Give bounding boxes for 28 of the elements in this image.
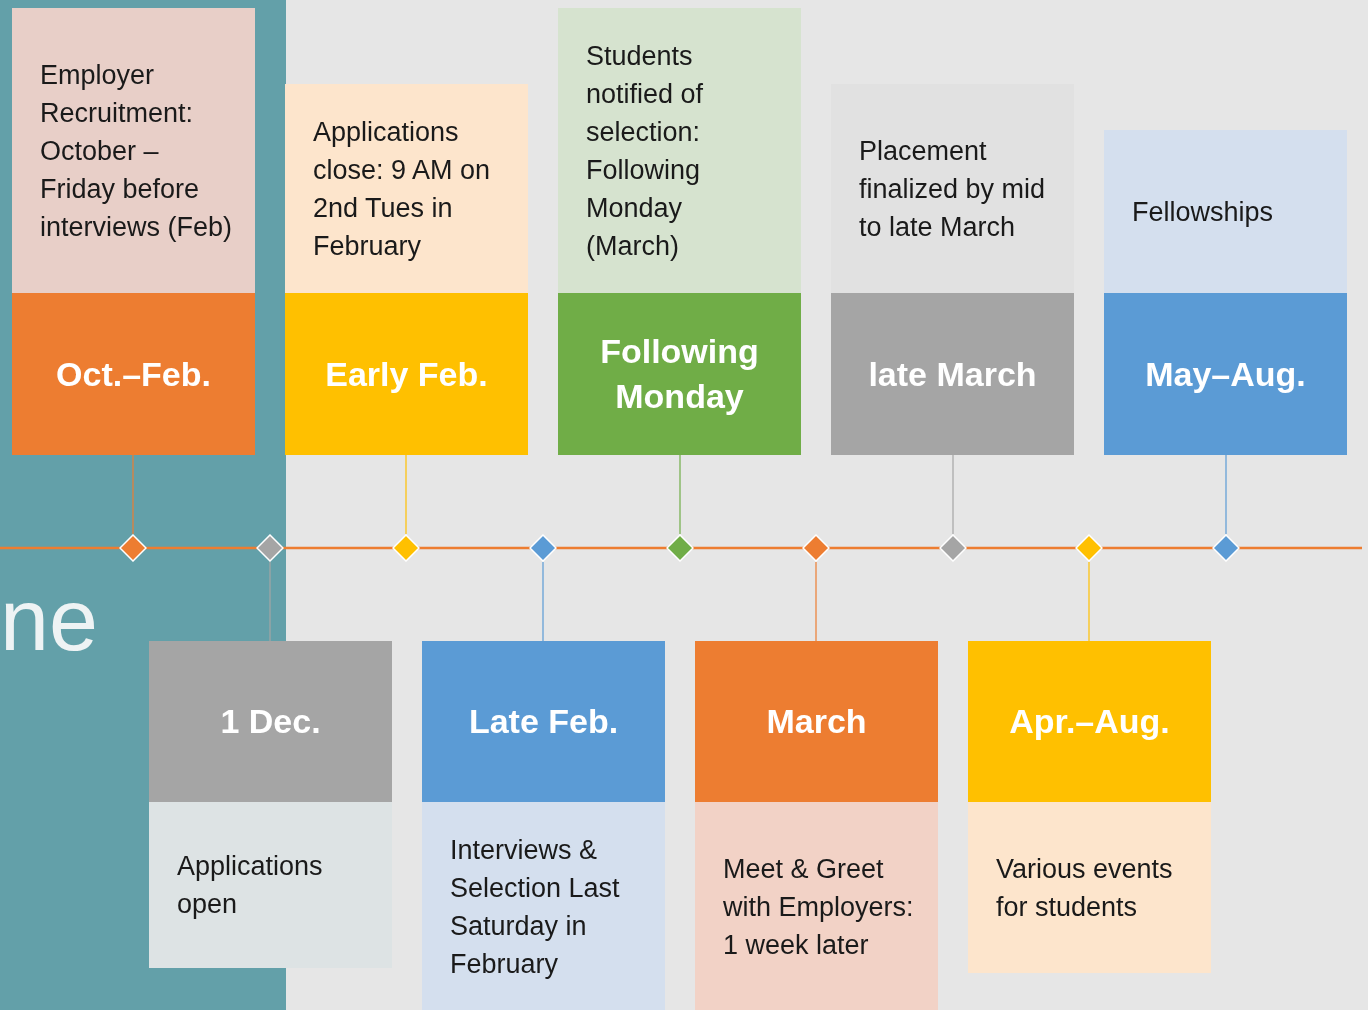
- connector-line: [405, 454, 407, 535]
- date-label: May–Aug.: [1145, 353, 1306, 395]
- event-description: Meet & Greet with Employers: 1 week later: [723, 852, 915, 962]
- event-description: Various events for students: [996, 852, 1174, 924]
- date-label: Early Feb.: [325, 353, 488, 395]
- date-label: March: [766, 701, 867, 742]
- event-description: Applications close: 9 AM on 2nd Tues in February: [313, 115, 492, 263]
- date-label: Oct.–Feb.: [56, 353, 211, 395]
- event-description: Employer Recruitment: October – Friday before interviews (Feb): [40, 58, 234, 244]
- event-description: Students notified of selection: Following Monday (March): [586, 39, 705, 263]
- event-description: Placement finalized by mid to late March: [859, 134, 1047, 244]
- connector-line: [815, 561, 817, 642]
- connector-line: [132, 454, 134, 535]
- connector-line: [952, 454, 954, 535]
- date-label: Apr.–Aug.: [1009, 701, 1170, 742]
- title-fragment: ne: [0, 570, 98, 670]
- date-label: 1 Dec.: [220, 701, 321, 742]
- connector-line: [542, 561, 544, 642]
- event-description: Fellowships: [1132, 195, 1274, 229]
- date-label: Late Feb.: [468, 701, 619, 742]
- connector-line: [1088, 561, 1090, 642]
- connector-line: [1225, 454, 1227, 535]
- event-description: Interviews & Selection Last Saturday in February: [450, 833, 621, 981]
- date-label: Following Monday: [599, 331, 760, 417]
- date-label: late March: [868, 353, 1037, 395]
- event-description: Applications open: [177, 850, 324, 921]
- connector-line: [679, 454, 681, 535]
- connector-line: [269, 561, 271, 642]
